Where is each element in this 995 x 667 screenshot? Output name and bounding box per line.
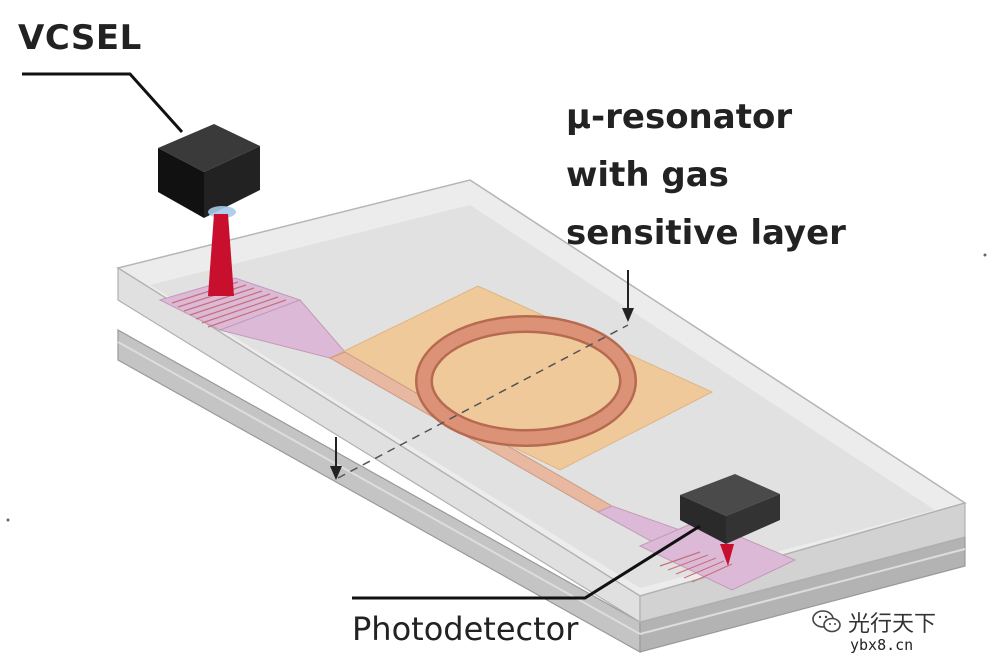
resonator-label-line-2: with gas bbox=[566, 155, 729, 195]
vcsel-device bbox=[158, 124, 260, 218]
watermark: 光行天下 bbox=[812, 606, 936, 638]
substrate-layer-line bbox=[639, 548, 966, 635]
right-grating-lines bbox=[659, 551, 733, 583]
ring-resonator bbox=[415, 315, 637, 447]
vcsel-beam bbox=[208, 214, 234, 296]
speck bbox=[983, 253, 987, 257]
resonator-label-line-3: sensitive layer bbox=[566, 213, 846, 253]
photodetector-beam bbox=[720, 544, 734, 566]
resonator-label-line-1: μ-resonator bbox=[566, 97, 793, 137]
watermark-text: 光行天下 bbox=[848, 612, 937, 637]
substrate-layer-line bbox=[117, 341, 641, 635]
right-grating-coupler bbox=[638, 519, 797, 591]
cross-section-line bbox=[337, 324, 629, 479]
photodetector-label: Photodetector bbox=[352, 610, 579, 648]
arrow-top bbox=[622, 270, 634, 322]
vcsel-leader-line bbox=[22, 72, 184, 134]
resonator-label: μ-resonator with gas sensitive layer bbox=[566, 88, 846, 262]
photodetector-device bbox=[680, 474, 780, 544]
watermark-url: ybx8.cn bbox=[850, 636, 914, 654]
glass-right-edge bbox=[639, 502, 966, 623]
photodetector-leader-line bbox=[352, 524, 701, 600]
wechat-icon bbox=[812, 610, 841, 633]
speck bbox=[6, 518, 10, 522]
vcsel-label: VCSEL bbox=[18, 18, 142, 58]
arrow-bottom bbox=[330, 437, 342, 480]
